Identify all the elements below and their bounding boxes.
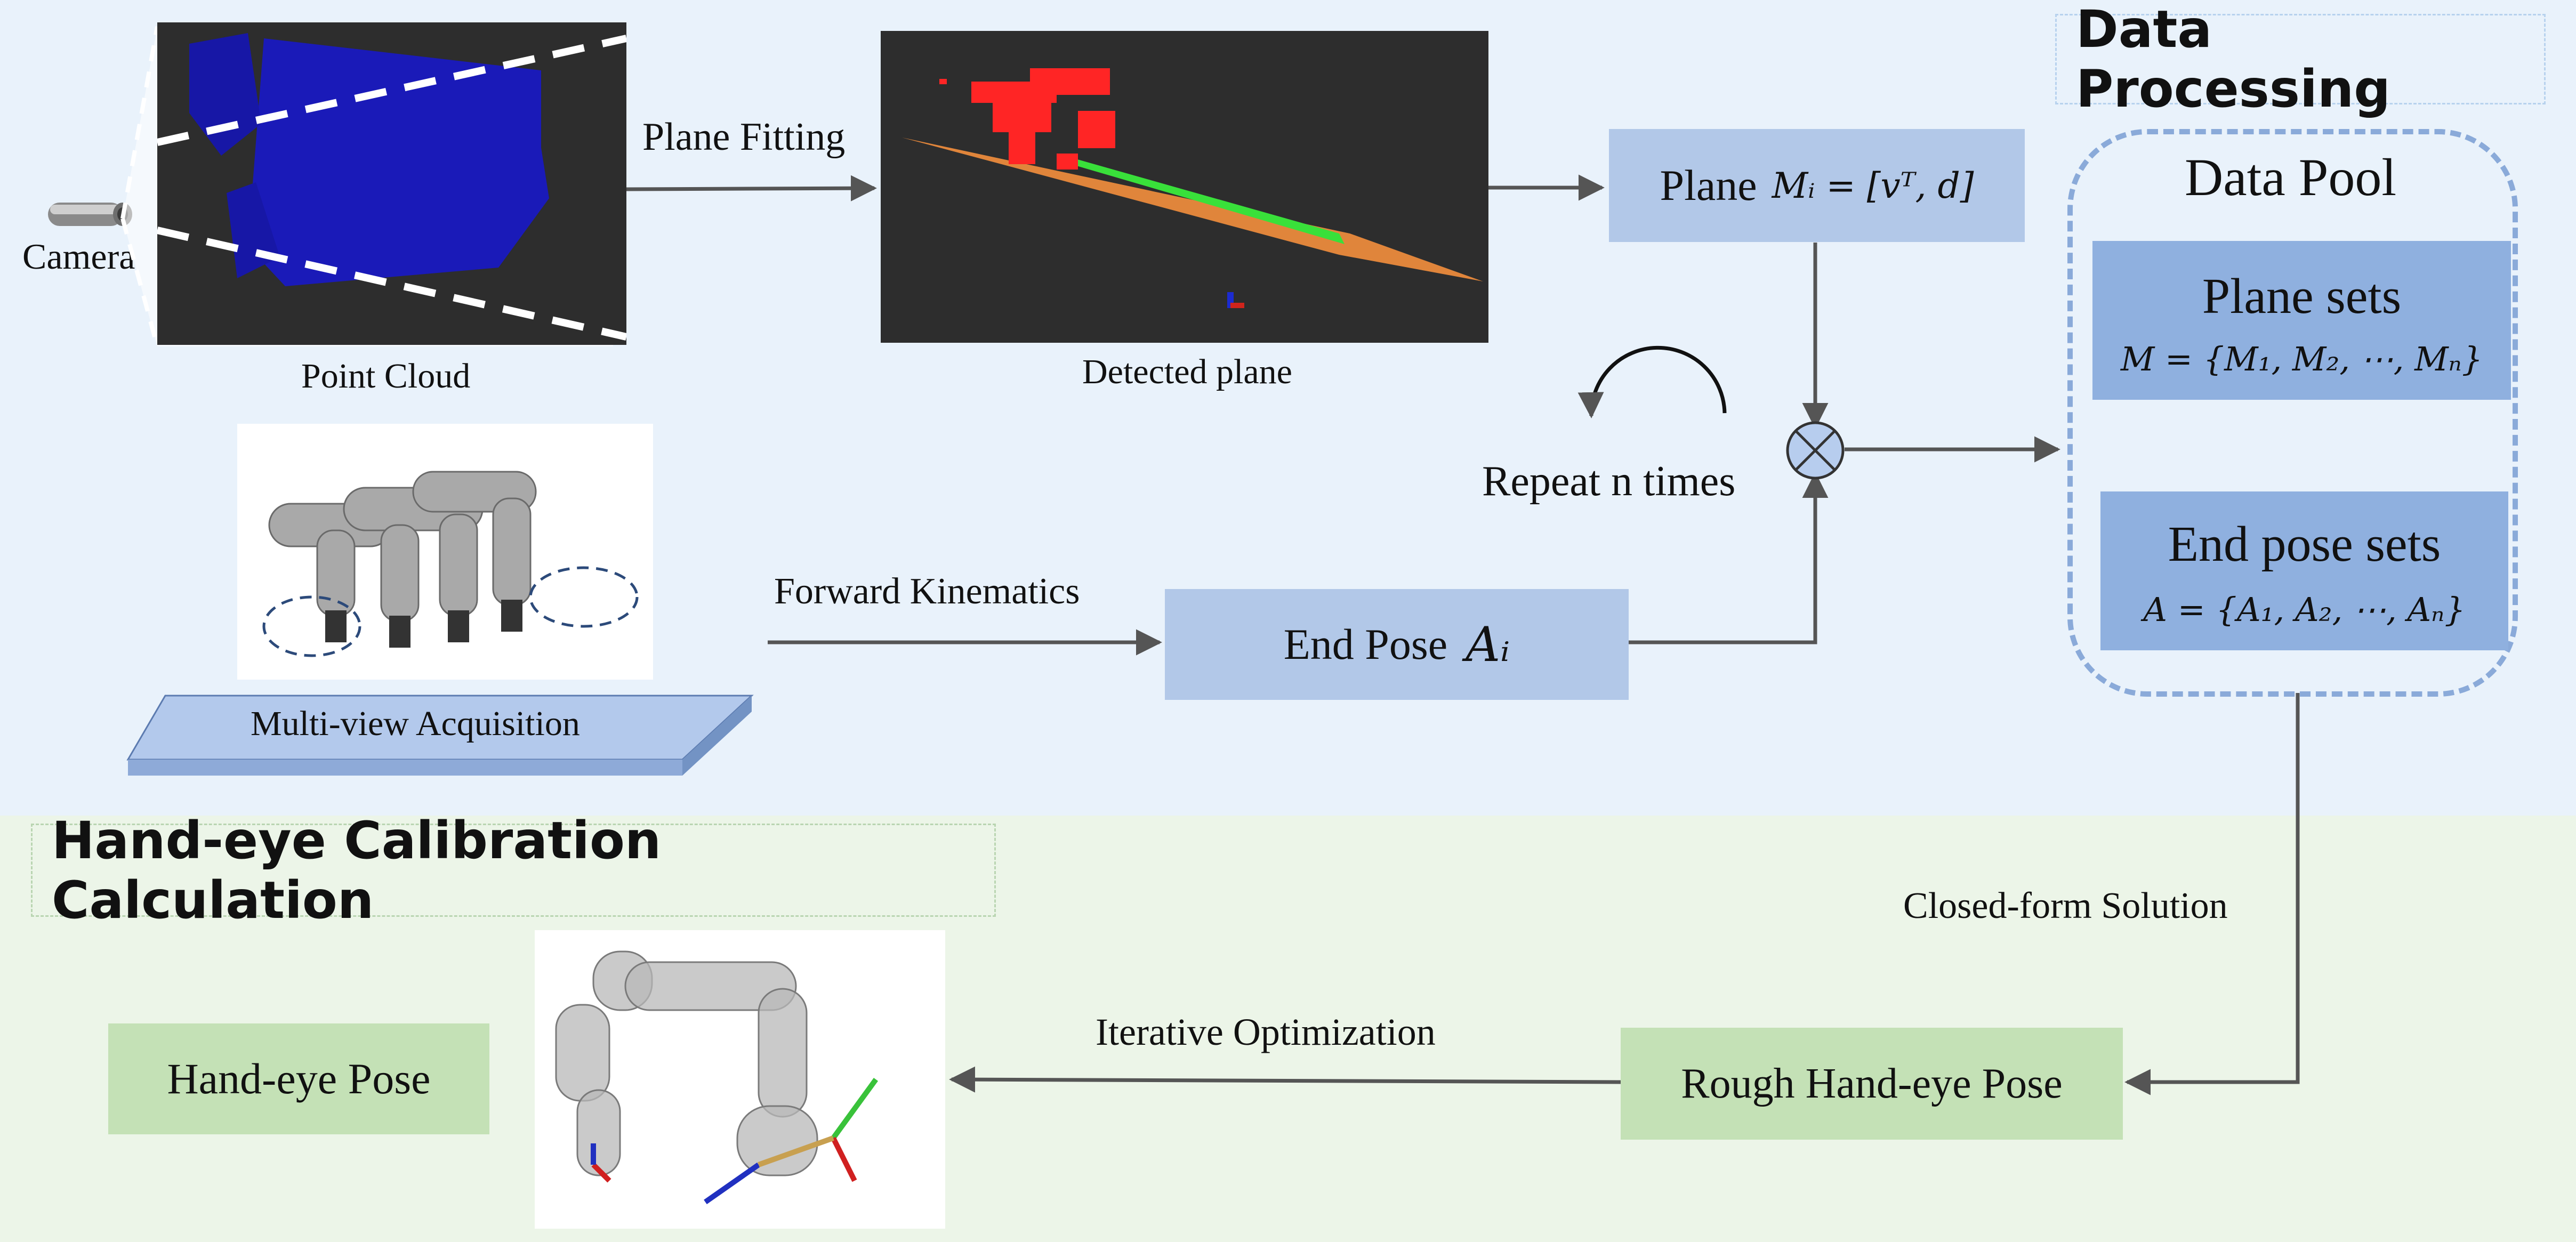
end-pose-sets-title: End pose sets xyxy=(2168,517,2441,572)
end-pose-sets-formula: A = {A₁, A₂, ⋯, Aₙ} xyxy=(2143,590,2466,629)
multiview-label: Multi-view Acquisition xyxy=(251,704,580,743)
robot-multiview-image xyxy=(237,424,653,680)
data-processing-title-badge: Data Processing xyxy=(2055,0,2546,119)
hand-eye-pose-box: Hand-eye Pose xyxy=(108,1023,489,1134)
camera-label: Camera xyxy=(22,236,135,277)
multiview-platform xyxy=(126,695,754,776)
iterative-arrow xyxy=(949,1066,1621,1093)
plane-formula: Mᵢ = [vᵀ, d] xyxy=(1772,165,1974,206)
data-pool-container xyxy=(2067,129,2518,697)
detected-plane-image xyxy=(881,31,1488,343)
closed-form-arrow xyxy=(2124,693,2300,1095)
calibration-title: Hand-eye Calibration Calculation xyxy=(52,810,662,930)
end-pose-box: End Pose Aᵢ xyxy=(1165,589,1629,700)
data-processing-title: Data Processing xyxy=(2076,0,2390,119)
closed-form-label: Closed-form Solution xyxy=(1903,885,2228,926)
plane-sets-title: Plane sets xyxy=(2202,269,2402,324)
endpose-to-merge-arrow xyxy=(1629,472,1829,644)
end-pose-symbol: Aᵢ xyxy=(1466,616,1510,673)
repeat-loop-arrow xyxy=(1577,345,1727,418)
detected-plane-caption: Detected plane xyxy=(1082,352,1292,391)
plane-fitting-label: Plane Fitting xyxy=(642,115,846,159)
hand-eye-pose-label: Hand-eye Pose xyxy=(167,1054,431,1103)
plane-sets-box: Plane sets M = {M₁, M₂, ⋯, Mₙ} xyxy=(2092,241,2511,400)
rough-hand-eye-pose-label: Rough Hand-eye Pose xyxy=(1681,1060,2063,1107)
plane-box: Plane Mᵢ = [vᵀ, d] xyxy=(1609,129,2025,242)
point-cloud-image xyxy=(156,22,627,345)
repeat-label: Repeat n times xyxy=(1482,458,1736,505)
rough-hand-eye-pose-box: Rough Hand-eye Pose xyxy=(1621,1028,2123,1140)
point-cloud-caption: Point Cloud xyxy=(301,357,471,396)
end-pose-sets-box: End pose sets A = {A₁, A₂, ⋯, Aₙ} xyxy=(2100,491,2508,650)
robot-result-render xyxy=(555,950,879,1205)
data-pool-title: Data Pool xyxy=(2185,148,2397,207)
plane-label: Plane xyxy=(1660,161,1757,209)
point-cloud-render xyxy=(156,33,627,341)
calibration-title-badge: Hand-eye Calibration Calculation xyxy=(31,811,996,930)
robot-arms-render xyxy=(262,471,639,657)
plane-sets-formula: M = {M₁, M₂, ⋯, Mₙ} xyxy=(2120,340,2483,378)
end-pose-label: End Pose xyxy=(1283,620,1448,668)
iterative-label: Iterative Optimization xyxy=(1096,1011,1436,1053)
forward-kinematics-label: Forward Kinematics xyxy=(774,571,1080,612)
detected-plane-render xyxy=(902,68,1483,308)
merge-operator xyxy=(1786,421,1845,480)
plane-fitting-arrow xyxy=(626,175,877,201)
robot-result-image xyxy=(535,930,945,1229)
